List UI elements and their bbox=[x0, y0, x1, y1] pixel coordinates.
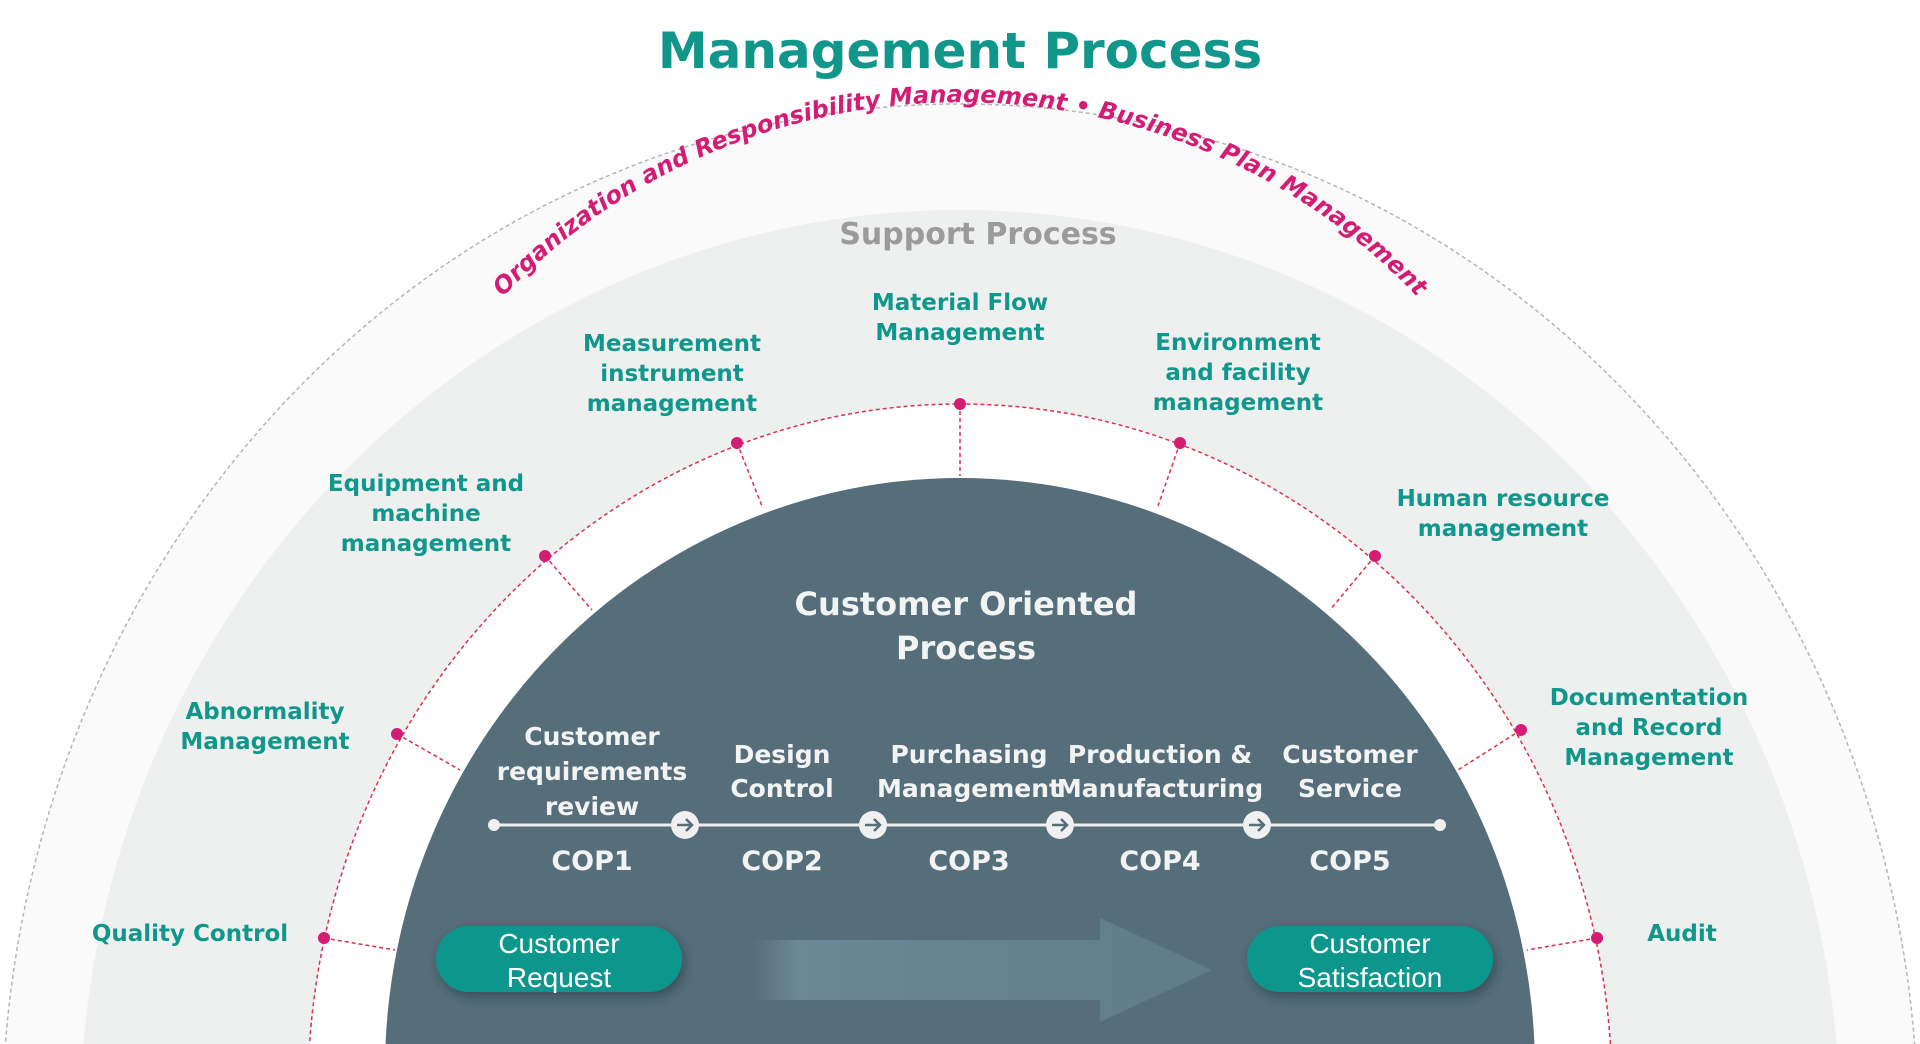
cop-end-dot bbox=[1434, 819, 1446, 831]
support-node-dot bbox=[1591, 932, 1603, 944]
support-spoke bbox=[1526, 937, 1598, 951]
page-title: Management Process bbox=[658, 22, 1262, 80]
support-dots bbox=[318, 398, 1603, 944]
support-node-dot bbox=[539, 550, 551, 562]
support-node-dot bbox=[391, 728, 403, 740]
cop-arrow-node-icon bbox=[1046, 811, 1074, 839]
cop-step-name: Production &Manufacturing bbox=[1057, 740, 1263, 803]
cop-code: COP4 bbox=[1119, 846, 1200, 877]
customer-satisfaction-pill bbox=[1247, 926, 1493, 992]
support-node-dot bbox=[731, 437, 743, 449]
support-process-title: Support Process bbox=[839, 217, 1116, 252]
customer-request-pill bbox=[436, 926, 682, 992]
support-spoke bbox=[1457, 729, 1522, 771]
support-spoke bbox=[323, 937, 396, 951]
support-node-dot bbox=[1369, 550, 1381, 562]
support-node-dot bbox=[1174, 437, 1186, 449]
support-spoke bbox=[544, 555, 593, 611]
customer-oriented-core bbox=[385, 478, 1535, 1044]
cop-arrow-node-icon bbox=[671, 811, 699, 839]
cop-code: COP1 bbox=[551, 846, 632, 877]
cop-code: COP2 bbox=[741, 846, 822, 877]
support-node-dot bbox=[1515, 724, 1527, 736]
cop-code: COP3 bbox=[928, 846, 1009, 877]
support-item-label: Quality Control bbox=[92, 921, 288, 947]
support-node-dot bbox=[318, 932, 330, 944]
cop-arrow-node-icon bbox=[1243, 811, 1271, 839]
support-spoke bbox=[1329, 555, 1376, 611]
support-node-dot bbox=[954, 398, 966, 410]
cop-start-dot bbox=[488, 819, 500, 831]
cop-code: COP5 bbox=[1309, 846, 1390, 877]
support-item-label: Audit bbox=[1647, 921, 1717, 947]
support-spoke bbox=[396, 733, 461, 771]
cop-arrow-node-icon bbox=[859, 811, 887, 839]
support-spoke bbox=[736, 442, 763, 507]
flow-arrow bbox=[752, 918, 1212, 1022]
support-spokes bbox=[323, 404, 1598, 951]
